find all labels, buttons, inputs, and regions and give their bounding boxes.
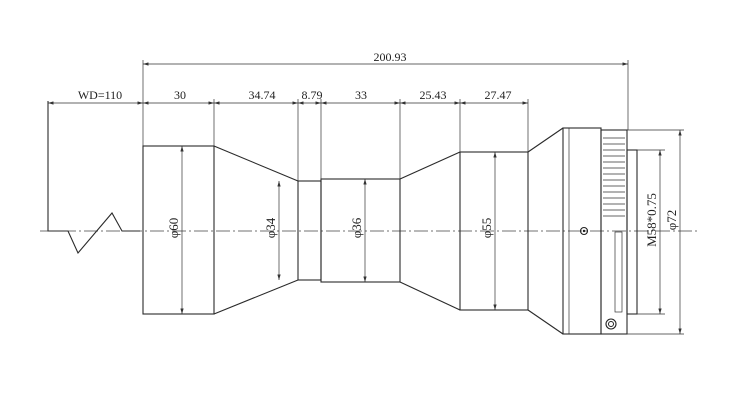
extension-lines (142, 60, 684, 335)
diameter-34-label: φ34 (263, 217, 278, 238)
overall-length-label: 200.93 (374, 50, 407, 64)
segment-label-3: 8.79 (302, 88, 323, 102)
diameter-72-label: φ72 (664, 210, 679, 231)
diameter-60-label: φ60 (166, 218, 181, 239)
segment-label-1: 30 (174, 88, 186, 102)
segment-label-4: 33 (355, 88, 367, 102)
diameter-dimension-lines (180, 130, 682, 334)
segment-label-6: 27.47 (485, 88, 512, 102)
lens-body (142, 127, 638, 335)
thread-size-label: M58*0.75 (644, 193, 659, 247)
object-plane-marker (47, 101, 140, 255)
working-distance-label: WD=110 (78, 88, 122, 102)
segment-label-5: 25.43 (420, 88, 447, 102)
segment-label-2: 34.74 (249, 88, 276, 102)
diameter-36-label: φ36 (349, 217, 364, 238)
diameter-55-label: φ55 (479, 218, 494, 239)
